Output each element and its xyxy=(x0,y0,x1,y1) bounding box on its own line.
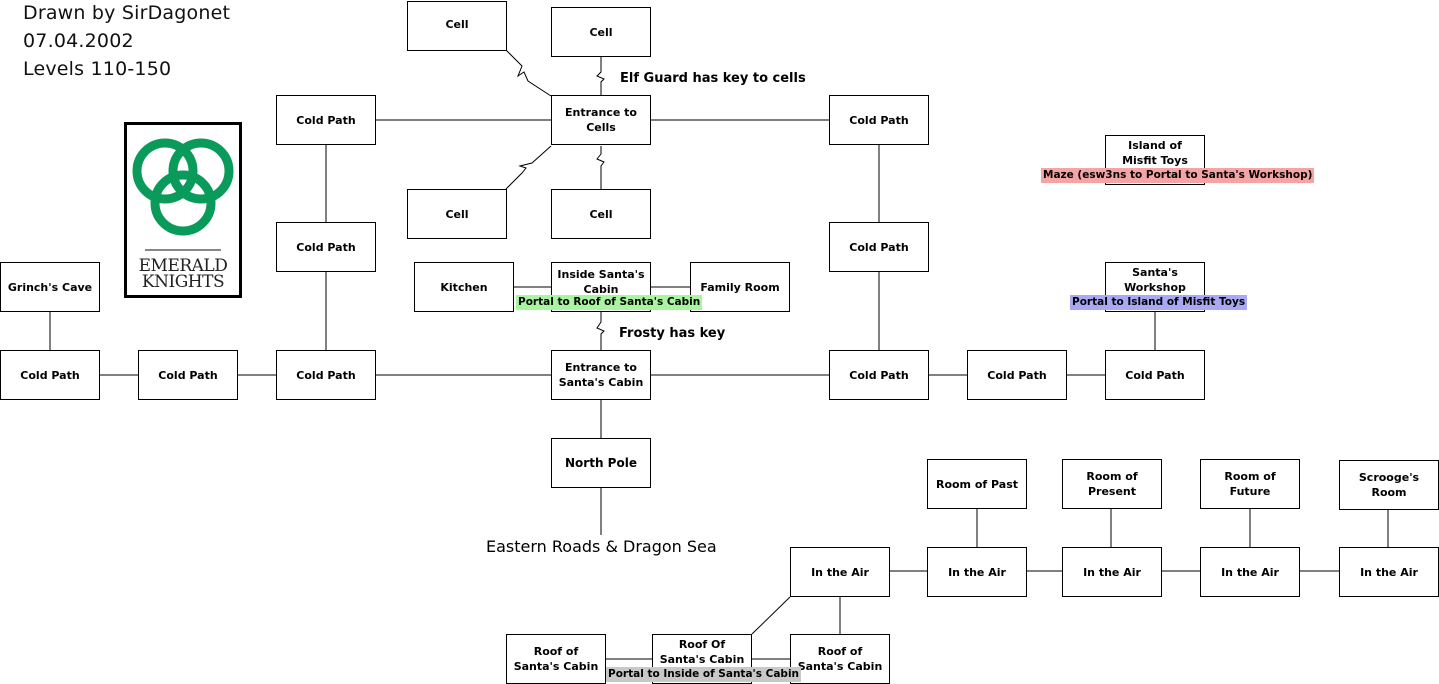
room-in-the-air[interactable]: In the Air xyxy=(1062,547,1162,597)
room-cold-path[interactable]: Cold Path xyxy=(138,350,238,400)
room-in-the-air[interactable]: In the Air xyxy=(927,547,1027,597)
frosty-note: Frosty has key xyxy=(619,326,726,341)
room-cold-path[interactable]: Cold Path xyxy=(276,95,376,145)
room-cold-path[interactable]: Cold Path xyxy=(1105,350,1205,400)
room-cold-path[interactable]: Cold Path xyxy=(829,350,929,400)
room-cold-path[interactable]: Cold Path xyxy=(829,95,929,145)
room-entrance-to-santas-cabin[interactable]: Entrance to Santa's Cabin xyxy=(551,350,651,400)
logo-ring xyxy=(168,138,234,204)
room-cell[interactable]: Cell xyxy=(407,1,507,51)
room-grinchs-cave[interactable]: Grinch's Cave xyxy=(0,262,100,312)
room-scrooges-room[interactable]: Scrooge's Room xyxy=(1339,460,1439,510)
room-cold-path[interactable]: Cold Path xyxy=(829,222,929,272)
date-credit: 07.04.2002 xyxy=(23,30,134,52)
room-in-the-air[interactable]: In the Air xyxy=(1200,547,1300,597)
room-kitchen[interactable]: Kitchen xyxy=(414,262,514,312)
room-roof-of-santas-cabin[interactable]: Roof of Santa's Cabin xyxy=(506,634,606,684)
room-family-room[interactable]: Family Room xyxy=(690,262,790,312)
room-cold-path[interactable]: Cold Path xyxy=(0,350,100,400)
room-in-the-air[interactable]: In the Air xyxy=(790,547,890,597)
portal-to-inside-tag: Portal to Inside of Santa's Cabin xyxy=(606,667,802,682)
room-of-future[interactable]: Room of Future xyxy=(1200,459,1300,509)
room-north-pole[interactable]: North Pole xyxy=(551,438,651,488)
maze-tag: Maze (esw3ns to Portal to Santa's Worksh… xyxy=(1041,168,1315,183)
room-cell[interactable]: Cell xyxy=(551,7,651,57)
locked-edge-cell-n xyxy=(596,56,605,96)
locked-edge-cell-s xyxy=(596,146,605,189)
levels-credit: Levels 110-150 xyxy=(23,58,172,80)
room-of-past[interactable]: Room of Past xyxy=(927,459,1027,509)
portal-to-roof-tag: Portal to Roof of Santa's Cabin xyxy=(516,295,703,310)
room-cold-path[interactable]: Cold Path xyxy=(967,350,1067,400)
emerald-knights-logo: EMERALD KNIGHTS xyxy=(124,122,242,298)
locked-edge-cell-nw xyxy=(505,49,552,97)
room-in-the-air[interactable]: In the Air xyxy=(1339,547,1439,597)
room-roof-of-santas-cabin[interactable]: Roof of Santa's Cabin xyxy=(790,634,890,684)
locked-edge-frosty xyxy=(596,311,605,351)
room-cell[interactable]: Cell xyxy=(551,189,651,239)
room-of-present[interactable]: Room of Present xyxy=(1062,459,1162,509)
author-credit: Drawn by SirDagonet xyxy=(23,2,231,24)
exit-eastern-roads-label: Eastern Roads & Dragon Sea xyxy=(486,537,717,556)
logo-ring xyxy=(150,170,216,236)
locked-edge-cell-sw xyxy=(505,145,552,190)
logo-divider xyxy=(145,249,221,251)
room-cold-path[interactable]: Cold Path xyxy=(276,350,376,400)
room-entrance-to-cells[interactable]: Entrance to Cells xyxy=(551,95,651,145)
room-cold-path[interactable]: Cold Path xyxy=(276,222,376,272)
edge xyxy=(751,596,791,635)
room-cell[interactable]: Cell xyxy=(407,189,507,239)
elf-guard-note: Elf Guard has key to cells xyxy=(620,71,806,86)
logo-ring xyxy=(132,138,198,204)
celtic-rings-icon xyxy=(132,138,234,236)
logo-text-line1: EMERALD xyxy=(138,256,228,276)
logo-text-line2: KNIGHTS xyxy=(141,272,225,292)
portal-to-island-tag: Portal to Island of Misfit Toys xyxy=(1070,295,1248,310)
